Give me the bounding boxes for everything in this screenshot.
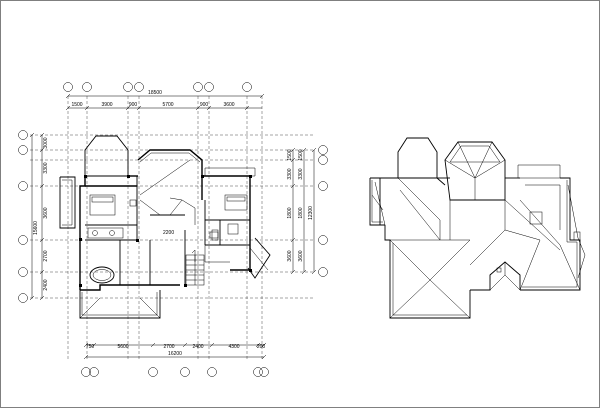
right-dim-4: 3600	[287, 250, 293, 261]
top-dim-4: 5700	[162, 102, 173, 108]
right-dim-8: 3600	[298, 250, 304, 261]
walls	[79, 149, 251, 291]
roof-eaves	[369, 177, 586, 319]
right-dim-2: 3300	[287, 168, 293, 179]
right-dim-3: 1800	[287, 207, 293, 218]
bed-left	[89, 194, 116, 216]
right-dim-7: 1800	[298, 207, 304, 218]
central-roof-lines	[139, 159, 196, 225]
grid-lines	[30, 96, 315, 360]
bottom-dimensions: 750 5600 2700 2400 4300 200 16200	[83, 342, 267, 360]
right-overall-dim: 12300	[308, 206, 314, 220]
bottom-dim-6: 200	[257, 344, 266, 350]
top-overall-dim: 18500	[148, 90, 162, 96]
fixtures	[87, 194, 248, 286]
right-dim-5: 1500	[298, 149, 304, 160]
left-overall-dim: 15600	[33, 221, 39, 235]
roof-tower-hatch	[397, 137, 438, 179]
plan-eave-outline	[59, 176, 271, 319]
hatch-strip-right	[204, 167, 256, 177]
bottom-dim-5: 4300	[228, 344, 239, 350]
top-dim-2: 3900	[101, 102, 112, 108]
top-dim-3: 900	[129, 102, 138, 108]
roof-chimney	[573, 231, 581, 241]
bed-right	[224, 194, 248, 211]
right-dim-1: 1500	[287, 149, 293, 160]
bathtub	[89, 266, 115, 284]
bottom-dim-1: 750	[86, 344, 95, 350]
grid-bubbles-left	[18, 130, 28, 303]
stair	[185, 249, 205, 286]
roof-hatch-strip	[517, 164, 561, 179]
grid-bubbles-right	[318, 145, 328, 277]
right-dimensions: 1500 3300 1800 3600 1500 3300 1800 3600 …	[287, 147, 317, 275]
columns	[79, 175, 252, 287]
roof-plan	[369, 137, 586, 319]
roof-ridges	[379, 177, 520, 225]
vanity	[87, 227, 124, 239]
top-dim-6: 3600	[223, 102, 234, 108]
wc	[227, 223, 239, 235]
tower-hatch-left	[84, 135, 129, 177]
grid-bubbles-top	[63, 82, 252, 92]
bottom-dim-4: 2400	[192, 344, 203, 350]
roof-central-tower	[444, 141, 506, 201]
grid-bubbles-bottom	[81, 367, 269, 377]
left-dim-2: 3300	[43, 162, 49, 173]
left-dim-1: 3000	[43, 137, 49, 148]
roof-hips	[371, 177, 581, 319]
floor-plan: 18500 1500 3900 900 5700 900 3600	[18, 82, 328, 377]
left-dim-4: 2700	[43, 250, 49, 261]
top-dim-1: 1500	[71, 102, 82, 108]
left-dimensions: 15600 3000 3300 3600 2700 2400	[29, 132, 49, 301]
bottom-dim-2: 5600	[117, 344, 128, 350]
room-dim-label: 2200	[163, 230, 174, 236]
left-dim-5: 2400	[43, 279, 49, 290]
bottom-overall-dim: 16200	[168, 351, 182, 357]
left-dim-3: 3600	[43, 207, 49, 218]
roof-vent	[496, 267, 502, 273]
top-dimensions: 18500 1500 3900 900 5700 900 3600	[65, 90, 265, 111]
bottom-dim-3: 2700	[163, 344, 174, 350]
right-dim-6: 3300	[298, 168, 304, 179]
top-dim-5: 900	[200, 102, 209, 108]
